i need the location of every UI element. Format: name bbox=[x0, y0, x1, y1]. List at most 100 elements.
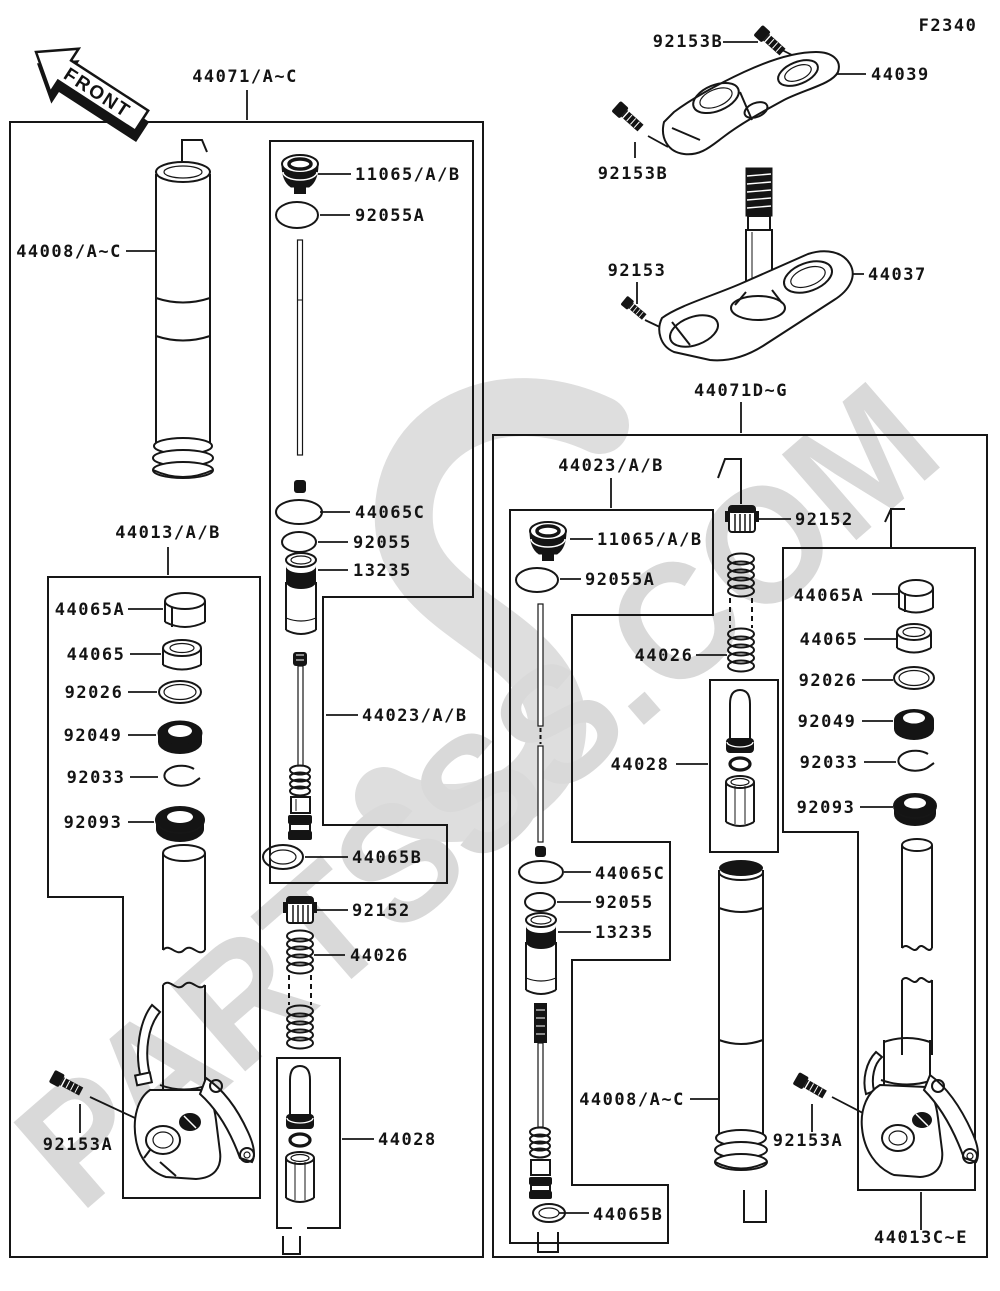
part-label-92152: 92152 bbox=[795, 510, 854, 530]
group-box-44071dg bbox=[492, 434, 988, 1258]
part-label-13235: 13235 bbox=[353, 561, 412, 581]
part-label-92055: 92055 bbox=[595, 893, 654, 913]
bushing-44065-right-drawing bbox=[896, 623, 932, 654]
group-box-44028-left bbox=[276, 1057, 341, 1229]
damper-rod-right-drawing bbox=[529, 1003, 552, 1199]
part-label-92153A: 92153A bbox=[43, 1135, 113, 1155]
cylinder-unit-44028-left-drawing bbox=[284, 1064, 316, 1204]
bolt-92153a-right-drawing bbox=[791, 1071, 829, 1102]
bracket-under-tube-right bbox=[743, 1190, 767, 1223]
part-label-92026: 92026 bbox=[799, 671, 858, 691]
part-label-44013AB: 44013/A/B bbox=[115, 523, 221, 543]
inner-fork-tube-left-drawing bbox=[152, 161, 214, 479]
front-arrow: FRONT bbox=[34, 47, 150, 143]
ring-44065c-left-drawing bbox=[275, 499, 323, 525]
oring-92055a-right-drawing bbox=[515, 567, 559, 593]
dust-seal-92093-right-drawing bbox=[893, 793, 937, 826]
oil-seal-92049-left-drawing bbox=[157, 720, 203, 754]
part-label-92033: 92033 bbox=[800, 753, 859, 773]
part-label-92093: 92093 bbox=[797, 798, 856, 818]
part-label-92055: 92055 bbox=[353, 533, 412, 553]
oring-44065b-left-drawing bbox=[262, 844, 304, 870]
part-label-92152: 92152 bbox=[352, 901, 411, 921]
part-label-44039: 44039 bbox=[871, 65, 930, 85]
part-label-44065C: 44065C bbox=[355, 503, 425, 523]
fork-cap-right-drawing bbox=[528, 520, 568, 563]
lower-triple-clamp-drawing bbox=[619, 167, 854, 362]
hook-above-inner-tube-left bbox=[181, 139, 208, 164]
part-label-44023AB: 44023/A/B bbox=[558, 456, 664, 476]
oring-92055a-left-drawing bbox=[275, 201, 319, 229]
part-label-92093: 92093 bbox=[64, 813, 123, 833]
part-label-44026: 44026 bbox=[350, 946, 409, 966]
outer-fork-tube-right-drawing bbox=[714, 860, 768, 1171]
part-label-44013CE: 44013C~E bbox=[874, 1228, 968, 1248]
part-label-44065B: 44065B bbox=[593, 1205, 663, 1225]
part-label-44065A: 44065A bbox=[55, 600, 125, 620]
watermark-swirl bbox=[355, 378, 629, 842]
inner-tube-lower-left-drawing bbox=[159, 844, 209, 1091]
oring-92055-right-drawing bbox=[524, 892, 556, 912]
group-box-44013-left bbox=[47, 576, 261, 1199]
bracket-under-44028-left bbox=[282, 1236, 301, 1255]
fork-leg-left-drawing bbox=[133, 1003, 256, 1181]
cylinder-unit-44028-right-drawing bbox=[724, 688, 756, 828]
fork-leg-right-drawing bbox=[860, 1037, 980, 1179]
part-label-44065C: 44065C bbox=[595, 864, 665, 884]
part-drawings bbox=[48, 24, 980, 1223]
part-label-44023AB: 44023/A/B bbox=[362, 706, 468, 726]
part-label-F2340: F2340 bbox=[919, 16, 978, 36]
nut-92152-left-drawing bbox=[282, 896, 318, 924]
hook-above-92152-right bbox=[717, 458, 742, 504]
clip-92033-left-drawing bbox=[163, 764, 201, 787]
part-label-13235: 13235 bbox=[595, 923, 654, 943]
part-label-92026: 92026 bbox=[65, 683, 124, 703]
part-label-11065AB: 11065/A/B bbox=[597, 530, 703, 550]
part-label-44028: 44028 bbox=[378, 1130, 437, 1150]
oring-44065b-right-drawing bbox=[532, 1203, 566, 1223]
part-label-44008AC: 44008/A~C bbox=[16, 242, 122, 262]
part-label-44065: 44065 bbox=[800, 630, 859, 650]
cylinder-13235-left-drawing bbox=[285, 552, 317, 635]
push-rod-left-drawing bbox=[294, 239, 306, 493]
dust-seal-92093-left-drawing bbox=[155, 806, 205, 842]
group-box-44023-left bbox=[269, 140, 474, 884]
washer-92026-left-drawing bbox=[158, 680, 202, 704]
part-label-92049: 92049 bbox=[798, 712, 857, 732]
part-label-44071DG: 44071D~G bbox=[694, 381, 788, 401]
part-label-44028: 44028 bbox=[611, 755, 670, 775]
bushing-44065-left-drawing bbox=[162, 639, 202, 671]
clip-92033-right-drawing bbox=[897, 749, 935, 772]
part-label-92055A: 92055A bbox=[585, 570, 655, 590]
part-label-44071AC: 44071/A~C bbox=[192, 67, 298, 87]
group-box-44023-right bbox=[509, 509, 714, 1244]
part-label-44026: 44026 bbox=[635, 646, 694, 666]
group-box-44013-right bbox=[782, 547, 976, 1191]
part-label-11065AB: 11065/A/B bbox=[355, 165, 461, 185]
bushing-44065a-right-drawing bbox=[898, 579, 934, 614]
group-box-44071ac bbox=[9, 121, 484, 1258]
push-rod-right-drawing bbox=[535, 603, 546, 857]
nut-92152-right-drawing bbox=[724, 505, 760, 533]
hook-above-44065a-right bbox=[884, 508, 905, 547]
part-label-44037: 44037 bbox=[868, 265, 927, 285]
oil-seal-92049-right-drawing bbox=[894, 709, 934, 740]
ring-44065c-right-drawing bbox=[518, 860, 564, 884]
inner-tube-lower-right-drawing bbox=[901, 838, 933, 1055]
washer-92026-right-drawing bbox=[893, 666, 935, 690]
cylinder-13235-right-drawing bbox=[525, 912, 557, 995]
part-label-92055A: 92055A bbox=[355, 206, 425, 226]
upper-triple-clamp-drawing bbox=[610, 24, 840, 156]
group-boxes bbox=[9, 121, 988, 1258]
oring-92055-left-drawing bbox=[281, 531, 317, 553]
part-label-44008AC: 44008/A~C bbox=[579, 1090, 685, 1110]
bracket-under-44065b-right bbox=[537, 1232, 559, 1253]
part-label-44065A: 44065A bbox=[794, 586, 864, 606]
group-box-44028-right bbox=[709, 679, 779, 853]
part-label-44065B: 44065B bbox=[352, 848, 422, 868]
part-label-92153B: 92153B bbox=[653, 32, 723, 52]
part-label-92153: 92153 bbox=[608, 261, 667, 281]
